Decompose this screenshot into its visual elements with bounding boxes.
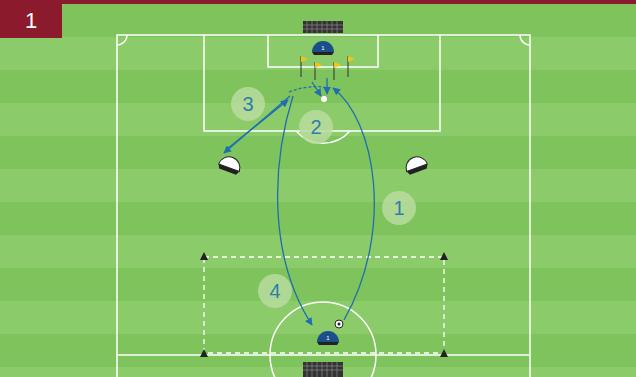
top-bar: [0, 0, 636, 4]
goal-net: [303, 21, 343, 377]
figure-number: 1: [25, 8, 37, 34]
cones: [200, 252, 448, 357]
callout-number: 1: [393, 198, 404, 218]
movement-arrows: [224, 78, 374, 325]
callout-number: 2: [310, 117, 321, 137]
dashed-run: [289, 87, 329, 92]
figure-number-box: 1: [0, 4, 62, 38]
ball: [321, 96, 327, 102]
players: [312, 41, 339, 345]
callout-circles: [231, 87, 416, 308]
shirt-number: 1: [326, 335, 329, 341]
shirt-number: 1: [321, 45, 324, 51]
goal-top: [303, 21, 343, 33]
callout-number: 3: [242, 94, 253, 114]
field-lines: [117, 35, 530, 377]
dashed-zone: [204, 257, 444, 353]
callout-number: 4: [269, 281, 280, 301]
goal-bottom: [303, 362, 343, 377]
flags: [301, 56, 355, 80]
mannequins: [217, 154, 428, 176]
player-ball: [335, 320, 343, 328]
